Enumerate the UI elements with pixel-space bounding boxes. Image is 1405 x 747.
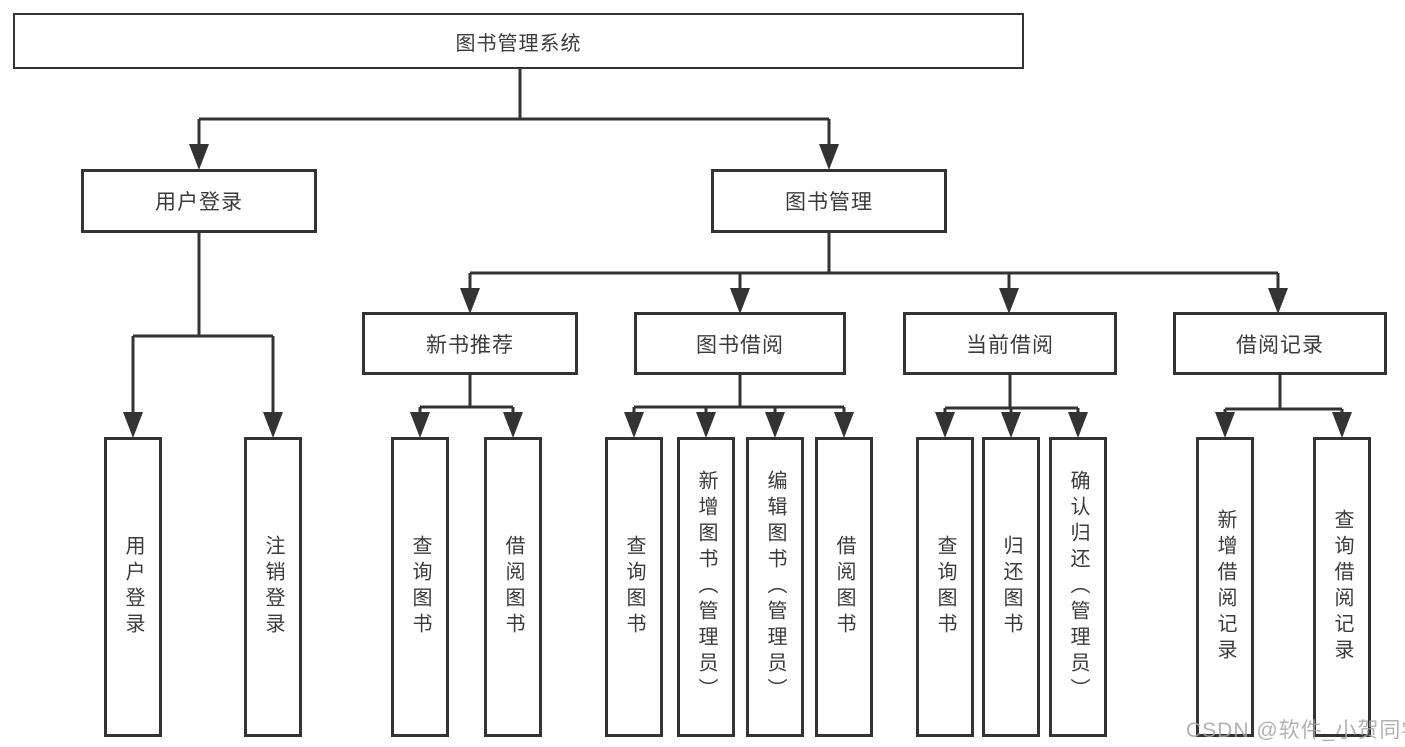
leaf-query-borrow-record: 查询借阅记录 <box>1313 437 1371 737</box>
leaf-add-borrow-record: 新增借阅记录 <box>1196 437 1254 737</box>
node-label: 用户登录 <box>155 191 243 214</box>
leaf-label: 确认归还（管理员） <box>1067 470 1089 704</box>
leaf-label: 查询图书 <box>934 535 956 639</box>
arrowhead <box>935 412 955 438</box>
node-new-book-recommend: 新书推荐 <box>362 312 578 375</box>
leaf-edit-books-admin: 编辑图书（管理员） <box>746 437 804 737</box>
leaf-label: 归还图书 <box>1000 535 1022 639</box>
arrowhead <box>730 288 750 314</box>
arrowhead <box>503 412 523 438</box>
arrowhead <box>123 412 143 438</box>
node-book-management: 图书管理 <box>711 169 947 233</box>
csdn-watermark: CSDN @软件_小贺同学 <box>1186 719 1405 742</box>
arrowhead <box>263 412 283 438</box>
node-borrowing-records: 借阅记录 <box>1173 312 1387 375</box>
leaf-query-books-borrowing: 查询图书 <box>605 437 663 737</box>
arrowhead <box>999 288 1019 314</box>
leaf-label: 查询借阅记录 <box>1331 509 1353 665</box>
leaf-label: 借阅图书 <box>502 535 524 639</box>
arrowhead <box>696 412 716 438</box>
node-label: 借阅记录 <box>1236 333 1324 357</box>
leaf-user-login: 用户登录 <box>104 437 162 737</box>
leaf-label: 用户登录 <box>122 535 144 639</box>
leaf-label: 新增借阅记录 <box>1214 509 1236 665</box>
arrowhead <box>1332 412 1352 438</box>
arrowhead <box>834 412 854 438</box>
node-user-login: 用户登录 <box>81 169 317 233</box>
leaf-borrow-books-recommend: 借阅图书 <box>484 437 542 737</box>
node-label: 新书推荐 <box>426 333 514 357</box>
node-book-borrowing: 图书借阅 <box>634 312 846 375</box>
node-label: 图书管理 <box>785 191 873 214</box>
node-label: 当前借阅 <box>966 333 1054 357</box>
leaf-query-books-recommend: 查询图书 <box>391 437 449 737</box>
leaf-label: 查询图书 <box>409 535 431 639</box>
arrowhead <box>765 412 785 438</box>
arrowhead-group <box>123 144 1352 438</box>
arrowhead <box>1268 288 1288 314</box>
arrowhead <box>624 412 644 438</box>
node-label: 图书借阅 <box>696 333 784 357</box>
leaf-borrow-books: 借阅图书 <box>815 437 873 737</box>
leaf-label: 新增图书（管理员） <box>695 470 717 704</box>
arrowhead <box>1068 412 1088 438</box>
node-label: 图书管理系统 <box>455 32 582 55</box>
node-library-management-system: 图书管理系统 <box>13 13 1024 69</box>
arrowhead <box>819 144 839 170</box>
arrowhead <box>410 412 430 438</box>
leaf-return-books: 归还图书 <box>982 437 1040 737</box>
leaf-add-books-admin: 新增图书（管理员） <box>677 437 735 737</box>
arrowhead <box>189 144 209 170</box>
leaf-label: 借阅图书 <box>833 535 855 639</box>
leaf-logout-login: 注销登录 <box>244 437 302 737</box>
leaf-confirm-return-admin: 确认归还（管理员） <box>1049 437 1107 737</box>
leaf-label: 编辑图书（管理员） <box>764 470 786 704</box>
arrowhead <box>1001 412 1021 438</box>
leaf-label: 注销登录 <box>262 535 284 639</box>
arrowhead <box>1215 412 1235 438</box>
node-current-borrowing: 当前借阅 <box>903 312 1117 375</box>
leaf-label: 查询图书 <box>623 535 645 639</box>
leaf-query-books-current: 查询图书 <box>916 437 974 737</box>
arrowhead <box>460 288 480 314</box>
